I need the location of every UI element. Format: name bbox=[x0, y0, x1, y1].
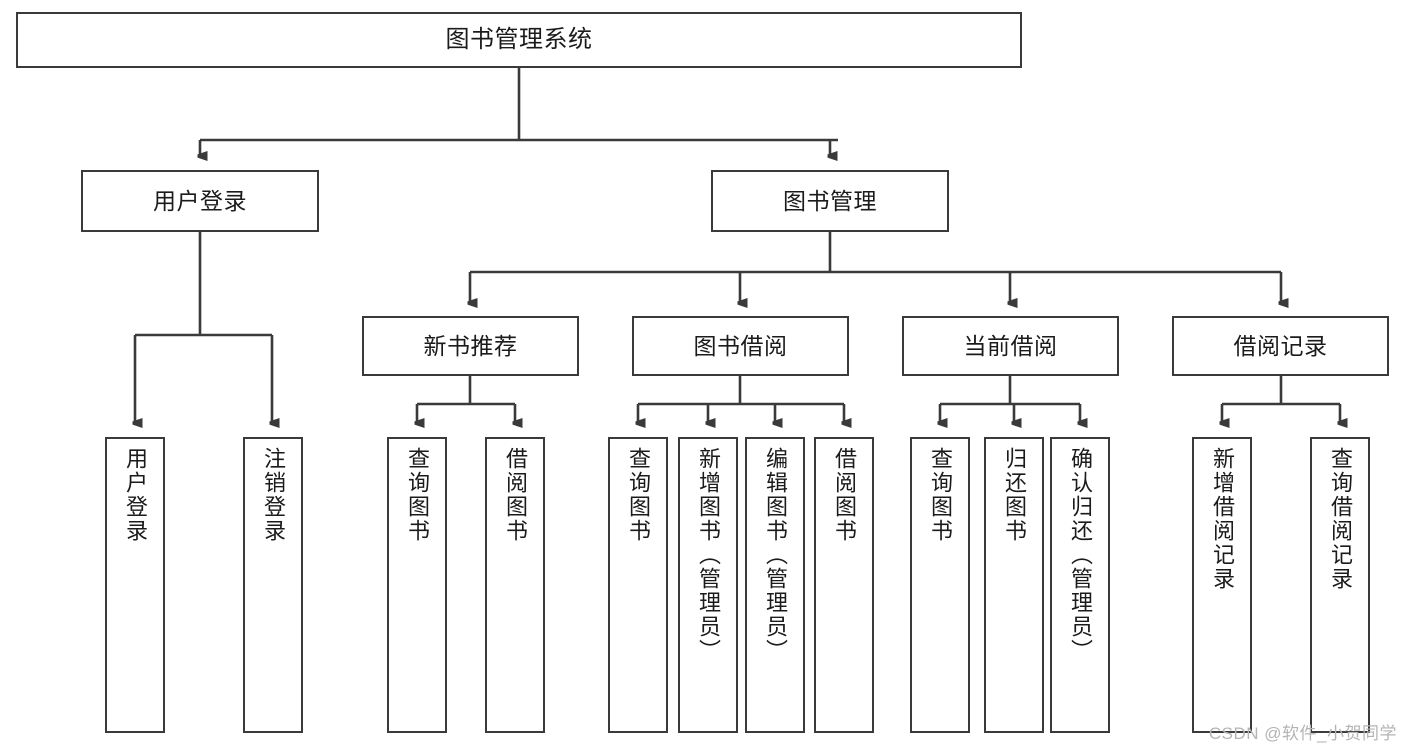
node-leaf-query-book-3[interactable]: 查询图书 bbox=[910, 437, 970, 733]
node-label: 归还图书 bbox=[1002, 447, 1027, 543]
csdn-watermark: CSDN @软件_小贺同学 bbox=[1208, 724, 1397, 743]
node-label: 查询图书 bbox=[928, 447, 953, 543]
node-label: 借阅图书 bbox=[832, 447, 857, 543]
node-leaf-query-borrow-record[interactable]: 查询借阅记录 bbox=[1310, 437, 1370, 733]
node-label: 新增图书（管理员） bbox=[696, 447, 721, 663]
node-leaf-borrow-book-1[interactable]: 借阅图书 bbox=[485, 437, 545, 733]
node-leaf-add-book[interactable]: 新增图书（管理员） bbox=[678, 437, 738, 733]
node-leaf-logout[interactable]: 注销登录 bbox=[243, 437, 303, 733]
node-label: 编辑图书（管理员） bbox=[763, 447, 788, 663]
node-label: 确认归还（管理员） bbox=[1068, 447, 1093, 663]
node-new-book-recommend[interactable]: 新书推荐 bbox=[362, 316, 579, 376]
node-book-management-system[interactable]: 图书管理系统 bbox=[16, 12, 1022, 68]
node-label: 新增借阅记录 bbox=[1210, 447, 1235, 591]
node-leaf-user-login[interactable]: 用户登录 bbox=[105, 437, 165, 733]
node-leaf-query-book-1[interactable]: 查询图书 bbox=[387, 437, 447, 733]
node-user-login[interactable]: 用户登录 bbox=[81, 170, 319, 232]
node-label: 用户登录 bbox=[153, 187, 247, 214]
node-label: 图书管理系统 bbox=[445, 26, 593, 54]
node-label: 图书管理 bbox=[783, 187, 877, 214]
node-current-borrow[interactable]: 当前借阅 bbox=[902, 316, 1119, 376]
node-leaf-confirm-return[interactable]: 确认归还（管理员） bbox=[1050, 437, 1110, 733]
node-leaf-return-book[interactable]: 归还图书 bbox=[984, 437, 1044, 733]
node-label: 当前借阅 bbox=[963, 332, 1058, 359]
node-label: 用户登录 bbox=[123, 447, 148, 543]
node-label: 注销登录 bbox=[261, 447, 286, 543]
node-leaf-edit-book[interactable]: 编辑图书（管理员） bbox=[745, 437, 805, 733]
node-label: 查询图书 bbox=[626, 447, 651, 543]
node-label: 查询借阅记录 bbox=[1328, 447, 1353, 591]
node-borrow-record[interactable]: 借阅记录 bbox=[1172, 316, 1389, 376]
node-label: 查询图书 bbox=[405, 447, 430, 543]
node-label: 新书推荐 bbox=[423, 332, 518, 359]
node-label: 图书借阅 bbox=[693, 332, 788, 359]
node-book-borrow[interactable]: 图书借阅 bbox=[632, 316, 849, 376]
node-leaf-query-book-2[interactable]: 查询图书 bbox=[608, 437, 668, 733]
node-leaf-borrow-book-2[interactable]: 借阅图书 bbox=[814, 437, 874, 733]
node-leaf-add-borrow-record[interactable]: 新增借阅记录 bbox=[1192, 437, 1252, 733]
node-label: 借阅记录 bbox=[1233, 332, 1328, 359]
node-book-management[interactable]: 图书管理 bbox=[711, 170, 949, 232]
node-label: 借阅图书 bbox=[503, 447, 528, 543]
